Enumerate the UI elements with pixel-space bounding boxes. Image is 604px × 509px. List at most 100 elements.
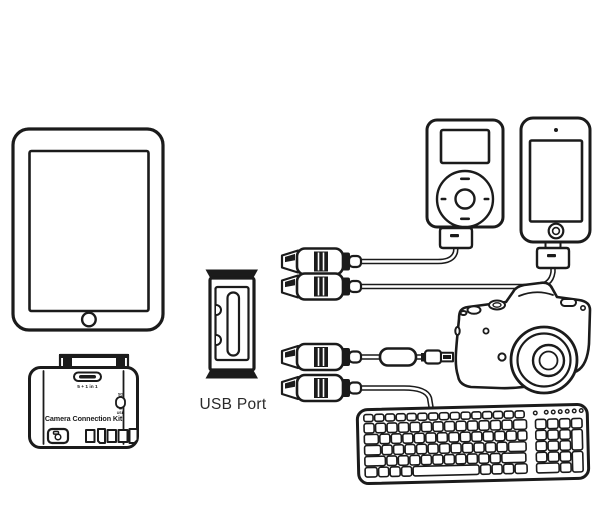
keyboard-key xyxy=(559,439,572,452)
keyboard-key xyxy=(401,432,414,444)
keyboard-key xyxy=(503,410,515,419)
keyboard-key xyxy=(482,430,495,442)
keyboard-key xyxy=(489,452,502,464)
keyboard-key xyxy=(546,429,560,441)
keyboard-key xyxy=(397,421,410,434)
keyboard-key xyxy=(570,417,583,429)
keyboard-key xyxy=(386,455,398,467)
card-slots xyxy=(85,428,139,444)
home-button-icon xyxy=(547,222,565,240)
keyboard-key xyxy=(534,429,548,441)
keyboard-key xyxy=(363,413,374,423)
keyboard-key xyxy=(514,409,526,419)
keyboard-key xyxy=(492,410,504,420)
keyboard-key xyxy=(363,444,382,456)
dslr-camera-illustration xyxy=(454,281,592,395)
keyboard-key xyxy=(409,421,421,433)
home-button-icon xyxy=(80,311,97,328)
keyboard-key xyxy=(384,413,396,422)
kit-title: Camera Connection Kit xyxy=(45,414,123,423)
kit-slot-label: 5 + 1 in 1 xyxy=(77,384,98,390)
keyboard-key xyxy=(481,410,493,420)
keyboard-key xyxy=(416,412,428,422)
keyboard-key xyxy=(432,420,444,433)
keyboard-key xyxy=(427,412,439,421)
keyboard-key xyxy=(571,450,584,473)
camera-connection-kit-illustration: 5 + 1 in 1 SD USB Camera Connection Kit xyxy=(28,353,139,449)
keyboard-key xyxy=(459,431,472,443)
keyboard-indicator-lights xyxy=(532,408,584,416)
mini-usb-plug xyxy=(421,349,454,365)
keyboard-key xyxy=(443,420,456,432)
usb-plug-icon xyxy=(280,342,363,372)
usb-plug-icon xyxy=(280,272,363,301)
smartphone-illustration xyxy=(519,116,592,270)
keyboard-key xyxy=(547,451,560,463)
keyboard-key xyxy=(477,452,490,465)
keyboard-key xyxy=(500,451,527,464)
ferrite-bead xyxy=(378,347,418,367)
keyboard-key xyxy=(390,433,403,445)
keyboard-key xyxy=(470,411,482,420)
keyboard-key xyxy=(534,418,547,430)
keyboard-key xyxy=(415,443,428,455)
keyboard-key xyxy=(558,428,572,441)
keyboard-key xyxy=(432,453,444,466)
switch-sd-label: SD xyxy=(118,393,124,397)
usb-plug-icon xyxy=(280,247,363,276)
keyboard-key xyxy=(535,440,548,452)
keyboard-key xyxy=(449,411,461,421)
keyboard-key xyxy=(547,440,560,452)
cable-to-smartphone xyxy=(347,264,556,290)
keyboard-key xyxy=(413,432,426,444)
keyboard-key xyxy=(381,444,393,456)
keyboard-key xyxy=(505,430,518,442)
keyboard-key xyxy=(502,463,515,475)
keyboard-key xyxy=(516,429,528,442)
keyboard-key xyxy=(443,453,456,465)
keyboard-key xyxy=(461,442,474,454)
usb-port-label: USB Port xyxy=(199,396,266,413)
dock-connector-icon xyxy=(535,240,571,270)
keyboard-key xyxy=(514,462,528,475)
keyboard-key xyxy=(466,453,479,465)
keyboard-key xyxy=(493,430,506,442)
keyboard-key xyxy=(479,463,492,476)
keyboard-illustration xyxy=(355,402,591,486)
usb-plug-icon xyxy=(280,373,363,403)
keyboard-key xyxy=(364,466,379,478)
switch-usb-label: USB xyxy=(117,411,125,415)
keyboard-key xyxy=(392,443,405,456)
keyboard-key xyxy=(409,454,421,466)
keyboard-key xyxy=(427,443,439,455)
keyboard-key xyxy=(438,411,450,421)
cable-to-media-player xyxy=(347,244,459,265)
keyboard-key xyxy=(363,422,375,434)
keyboard-key xyxy=(378,433,391,445)
keyboard-key xyxy=(559,450,572,463)
keyboard-key xyxy=(501,419,513,431)
keyboard-key xyxy=(404,443,416,455)
cable-to-keyboard xyxy=(347,385,435,413)
keyboard-key xyxy=(363,433,380,445)
keyboard-key xyxy=(364,455,387,467)
keyboard-key xyxy=(450,442,462,454)
keyboard-key xyxy=(489,419,502,431)
keyboard-key xyxy=(412,464,480,477)
keyboard-key xyxy=(559,461,572,474)
keyboard-key xyxy=(466,420,479,432)
camera-glyph-icon xyxy=(46,427,70,445)
keyboard-key xyxy=(438,442,451,455)
keyboard-key xyxy=(473,441,485,454)
keyboard-key xyxy=(377,466,390,478)
keyboard-key xyxy=(546,418,559,430)
keyboard-key xyxy=(470,431,483,443)
keyboard-key xyxy=(460,411,472,421)
keyboard-key xyxy=(455,420,467,432)
usb-port-illustration: USB Port xyxy=(199,269,267,413)
keyboard-key xyxy=(558,417,571,430)
keyboard-key xyxy=(491,463,503,475)
keyboard-key xyxy=(400,465,413,477)
camera-lens xyxy=(509,325,579,395)
